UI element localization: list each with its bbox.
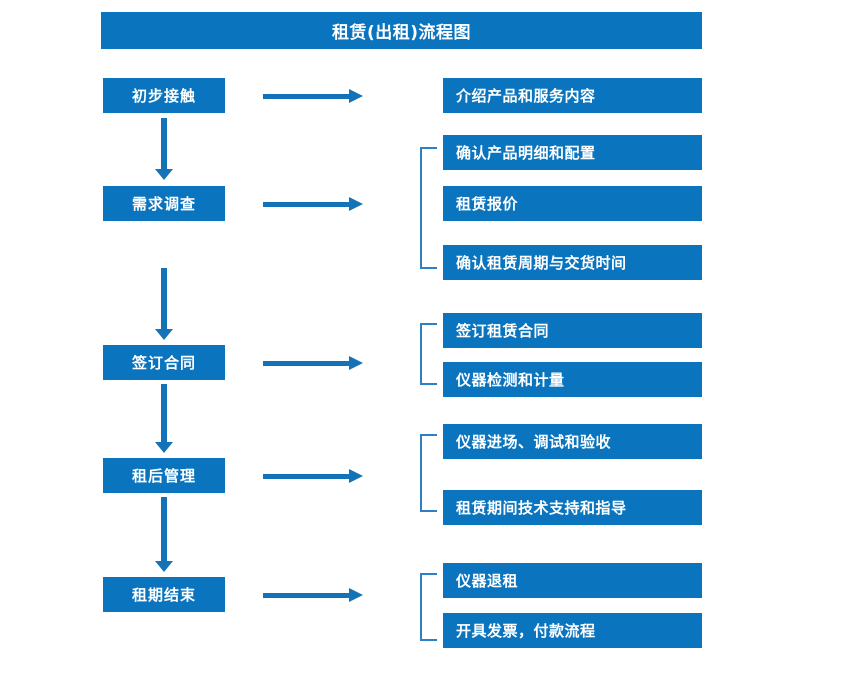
arrow-shaft [263, 94, 351, 99]
detail-box-2-3[interactable]: 确认租赁周期与交货时间 [443, 245, 702, 280]
connector-shaft [161, 268, 167, 329]
detail-box-5-2[interactable]: 开具发票，付款流程 [443, 613, 702, 648]
detail-box-2-1[interactable]: 确认产品明细和配置 [443, 135, 702, 170]
detail-box-3-2[interactable]: 仪器检测和计量 [443, 362, 702, 397]
connector-head [155, 169, 173, 180]
stage-box-4[interactable]: 租后管理 [103, 458, 225, 493]
detail-box-3-1[interactable]: 签订租赁合同 [443, 313, 702, 348]
connector-shaft [161, 118, 167, 169]
connector-2-3 [155, 268, 173, 340]
connector-1-2 [155, 118, 173, 180]
group-bracket-5 [420, 573, 437, 641]
arrow-head [349, 588, 363, 602]
stage-box-2[interactable]: 需求调查 [103, 186, 225, 221]
arrow-head [349, 89, 363, 103]
connector-head [155, 561, 173, 572]
stage-box-5[interactable]: 租期结束 [103, 577, 225, 612]
group-bracket-4 [420, 434, 437, 512]
stage-box-3[interactable]: 签订合同 [103, 345, 225, 380]
connector-head [155, 442, 173, 453]
detail-box-4-2[interactable]: 租赁期间技术支持和指导 [443, 490, 702, 525]
detail-box-5-1[interactable]: 仪器退租 [443, 563, 702, 598]
connector-4-5 [155, 497, 173, 572]
diagram-title: 租赁(出租)流程图 [101, 12, 702, 49]
detail-box-2-2[interactable]: 租赁报价 [443, 186, 702, 221]
arrow-shaft [263, 474, 351, 479]
arrow-head [349, 197, 363, 211]
arrow-to-details-4 [263, 469, 363, 483]
connector-shaft [161, 497, 167, 561]
arrow-head [349, 356, 363, 370]
connector-head [155, 329, 173, 340]
arrow-shaft [263, 202, 351, 207]
arrow-to-details-1 [263, 89, 363, 103]
connector-3-4 [155, 384, 173, 453]
detail-box-4-1[interactable]: 仪器进场、调试和验收 [443, 424, 702, 459]
arrow-shaft [263, 361, 351, 366]
arrow-to-details-3 [263, 356, 363, 370]
connector-shaft [161, 384, 167, 442]
arrow-to-details-2 [263, 197, 363, 211]
arrow-head [349, 469, 363, 483]
arrow-to-details-5 [263, 588, 363, 602]
stage-box-1[interactable]: 初步接触 [103, 78, 225, 113]
detail-box-1-1[interactable]: 介绍产品和服务内容 [443, 78, 702, 113]
arrow-shaft [263, 593, 351, 598]
group-bracket-2 [420, 147, 437, 269]
group-bracket-3 [420, 323, 437, 385]
